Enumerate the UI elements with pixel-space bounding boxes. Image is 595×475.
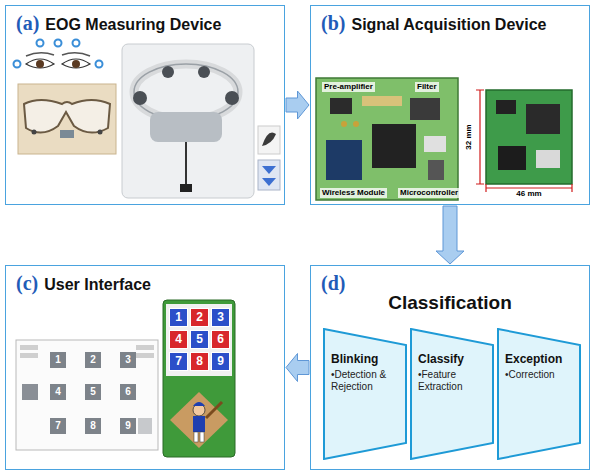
panel-letter: (a) [16,12,39,34]
eye-electrodes [14,40,103,69]
step-detail: •Correction [505,369,573,381]
panel-letter: (d) [321,272,345,294]
part-label: Wireless Module [320,188,387,198]
panel-letter: (b) [321,12,345,34]
game-screen [163,300,235,457]
stage-panel: (d)ClassificationBlinking •Detection & Re… [310,265,590,470]
part-label: Microcontroller [398,188,460,198]
funnel-outline [324,329,406,459]
dimension-label: 32 mm [464,123,474,150]
step-heading: Classify [418,352,486,366]
part-label: Filter [415,82,439,92]
game-key: 9 [211,352,230,371]
game-key: 5 [190,330,209,349]
keypad-key: 9 [120,418,136,434]
stage-panel: (c) User Interface [5,265,285,470]
game-key: 3 [211,308,230,327]
funnel-shape [410,328,494,460]
game-key: 8 [190,352,209,371]
flow-arrow [286,91,309,119]
keypad-key: 2 [85,352,101,368]
panel-heading: (c) User Interface [16,272,151,295]
step-heading: Exception [505,352,573,366]
process-funnel: Blinking •Detection & Rejection [323,328,407,460]
keypad-key: 5 [85,384,101,400]
keypad-key: 8 [85,418,101,434]
dimension-label: 46 mm [515,189,542,199]
panel-title: EOG Measuring Device [45,16,221,33]
keypad-screen [16,340,158,450]
game-key: 1 [169,308,188,327]
keypad-key: 7 [50,418,66,434]
panel-title: Signal Acquisition Device [351,16,546,33]
funnel-text: Exception •Correction [497,328,581,381]
keypad-key: 1 [50,352,66,368]
keypad-key: 4 [50,384,66,400]
step-heading: Blinking [331,352,399,366]
panel-heading: (d) [321,272,351,295]
step-detail: •Feature Extraction [418,369,486,393]
keypad-key: 6 [120,384,136,400]
funnel-text: Blinking •Detection & Rejection [323,328,407,393]
eog-headset [122,44,254,198]
game-key: 6 [211,330,230,349]
process-funnel: Exception •Correction [497,328,581,460]
game-key: 2 [190,308,209,327]
game-key: 7 [169,352,188,371]
game-key: 4 [169,330,188,349]
keypad-key: 3 [120,352,136,368]
part-label: Pre-amplifier [322,82,375,92]
funnel-shape [497,328,581,460]
stage-panel: (b) Signal Acquisition Device [310,5,590,205]
funnel-outline [498,329,580,459]
panel-title: User Interface [44,276,151,293]
stage-panel: (a) EOG Measuring Device [5,5,285,205]
funnel-shape [323,328,407,460]
eog-glasses [18,84,116,154]
pcb-board [316,78,458,200]
pcb-board-small [476,90,572,192]
funnel-outline [411,329,493,459]
electrode-icons [258,126,280,190]
process-funnel: Classify •Feature Extraction [410,328,494,460]
panel-title: Classification [311,292,589,314]
flow-arrow [286,354,309,382]
panel-heading: (b) Signal Acquisition Device [321,12,546,35]
flow-arrow [436,206,464,264]
panel-letter: (c) [16,272,38,294]
funnel-text: Classify •Feature Extraction [410,328,494,393]
panel-heading: (a) EOG Measuring Device [16,12,221,35]
step-detail: •Detection & Rejection [331,369,399,393]
